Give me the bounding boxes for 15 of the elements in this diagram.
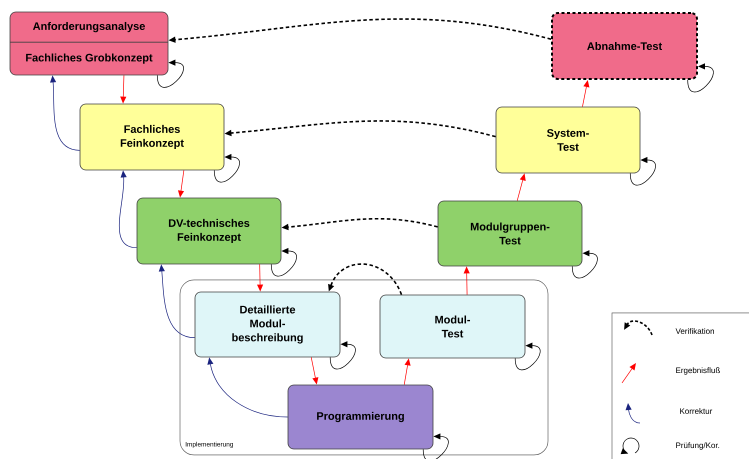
check-loop bbox=[687, 63, 714, 92]
process-box: System-Test bbox=[496, 106, 640, 174]
check-loop bbox=[156, 60, 184, 88]
check-loop bbox=[514, 342, 541, 370]
process-box: Modulgruppen-Test bbox=[438, 200, 582, 266]
process-box: Anforderungsanalyse Fachliches Grobkonzept bbox=[10, 12, 168, 76]
process-box: Modul-Test bbox=[380, 294, 526, 358]
check-loop bbox=[330, 341, 356, 370]
verification-arrow bbox=[328, 263, 402, 295]
process-box: Abnahme-Test bbox=[551, 12, 698, 80]
process-box: Detaillierte Modul-beschreibung bbox=[194, 292, 340, 358]
check-loop bbox=[572, 250, 598, 278]
process-box: DV-technisches Feinkonzept bbox=[136, 198, 282, 264]
process-box: Programmierung bbox=[288, 384, 434, 450]
process-box: Fachliches Feinkonzept bbox=[80, 104, 224, 170]
